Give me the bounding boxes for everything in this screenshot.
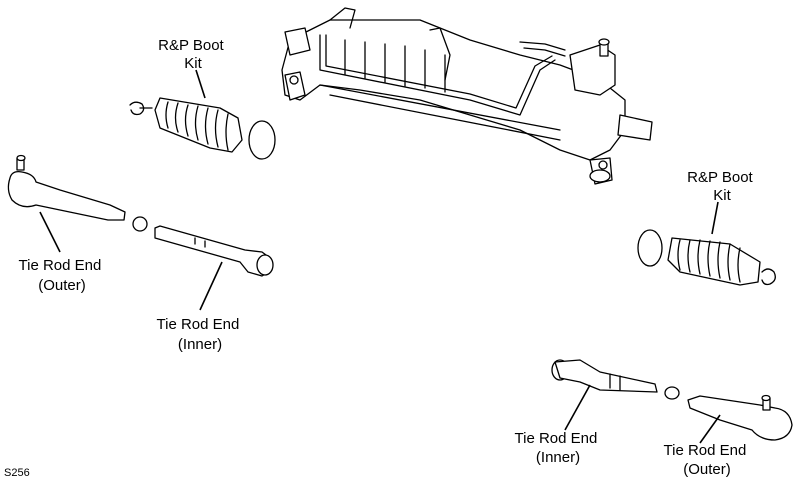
- tie-rod-end-outer-left: [7, 154, 148, 232]
- leader-outer-right: [699, 414, 721, 444]
- label-tie-rod-outer-left: Tie Rod End (Outer): [19, 257, 106, 294]
- leader-boot-kit-right: [711, 201, 719, 235]
- figure-code: S256: [4, 467, 30, 479]
- label-tie-rod-inner-left: Tie Rod End (Inner): [157, 316, 244, 353]
- tie-rod-end-outer-right: [687, 394, 793, 441]
- label-boot-kit-left: R&P Boot Kit: [158, 37, 228, 72]
- rp-boot-kit-left: [129, 97, 276, 160]
- tie-rod-end-inner-right: [551, 359, 680, 400]
- label-boot-kit-right: R&P Boot Kit: [687, 169, 757, 204]
- rack-and-pinion-assembly: [281, 7, 653, 185]
- leader-outer-left: [39, 211, 61, 253]
- leader-boot-kit-left: [195, 69, 206, 99]
- leader-inner-right: [564, 384, 591, 431]
- tie-rod-end-inner-left: [154, 225, 274, 277]
- label-tie-rod-inner-right: Tie Rod End (Inner): [515, 430, 602, 466]
- label-tie-rod-outer-right: Tie Rod End (Outer): [664, 442, 751, 478]
- rp-boot-kit-right: [637, 229, 776, 286]
- leader-inner-left: [199, 261, 223, 311]
